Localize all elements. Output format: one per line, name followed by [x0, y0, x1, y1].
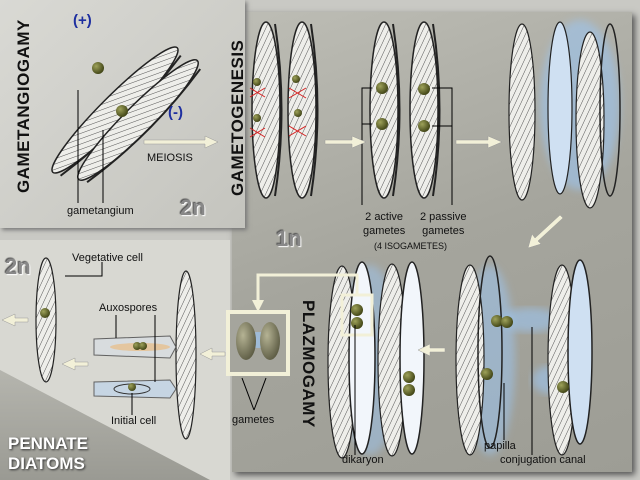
- arrow-to-gametes: [324, 135, 367, 149]
- arrow-meiosis: [143, 135, 219, 149]
- stage-label-gametangiogamy: GAMETANGIOGAMY: [14, 19, 33, 193]
- initial-cell-label: Initial cell: [111, 415, 157, 427]
- meiosis-label: MEIOSIS: [147, 152, 193, 164]
- diatom-minus: [77, 59, 202, 184]
- auxospores-label: Auxospores: [99, 302, 158, 314]
- plazmogamy-cells: [327, 261, 425, 459]
- gamete-brackets: [361, 87, 453, 205]
- ploidy-2n-bottom: 2n: [5, 254, 31, 279]
- arrow-to-fusion: [455, 135, 503, 149]
- gametangium-label: gametangium: [67, 205, 134, 217]
- stage-label-gametogenesis: GAMETOGENESIS: [228, 39, 247, 196]
- ploidy-1n: 1n: [276, 226, 302, 251]
- plus-sign: (+): [73, 12, 92, 29]
- crossed-nuclei: [249, 87, 307, 138]
- active-gametes-label: 2 active gametes: [363, 211, 406, 237]
- fusion-cells: [508, 20, 621, 209]
- passive-gametes-label: 2 passive gametes: [420, 211, 467, 237]
- left-arrows: [1, 313, 446, 371]
- gametes-zoom-box: [226, 310, 290, 411]
- nucleus: [92, 62, 104, 74]
- nuclei-meiosis: [253, 75, 430, 132]
- auxospore-cells: [35, 257, 197, 440]
- stage-label-plazmogamy: PLAZMOGAMY: [299, 300, 318, 428]
- arrow-down: [527, 214, 564, 249]
- gametogenesis-diatoms: [251, 21, 441, 199]
- isogametes-label: (4 ISOGAMETES): [374, 241, 448, 251]
- papilla-label: papilla: [484, 440, 516, 452]
- conjugation-cells: [455, 255, 593, 456]
- ploidy-2n-top: 2n: [180, 195, 206, 220]
- gametes-label: gametes: [232, 414, 275, 426]
- conjugation-canal-label: conjugation canal: [500, 454, 586, 466]
- nucleus: [116, 105, 128, 117]
- dikaryon-label: dikaryon: [342, 454, 384, 466]
- minus-sign: (-): [168, 104, 183, 121]
- vegetative-cell-label: Vegetative cell: [72, 252, 143, 264]
- diagram-title: PENNATE DIATOMS: [8, 434, 88, 473]
